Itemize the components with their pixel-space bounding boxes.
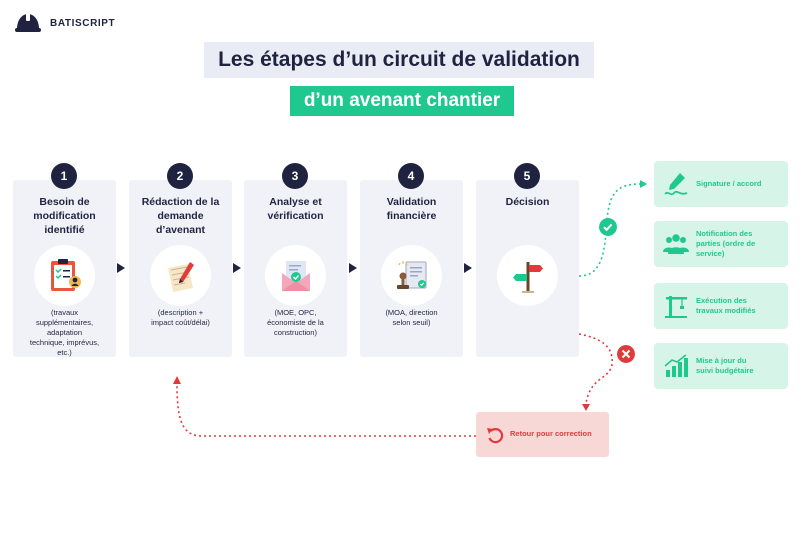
step-description: (travaux supplémentaires, adaptation tec… xyxy=(29,308,100,357)
crane-icon xyxy=(665,296,687,318)
outcome-signature: Signature / accord xyxy=(654,161,788,207)
arrow-right-icon xyxy=(349,263,357,273)
step-title: Analyse et vérification xyxy=(267,196,324,222)
outcome-notification: Notification des parties (ordre de servi… xyxy=(654,221,788,267)
step-description: (MOE, OPC, économiste de la construction… xyxy=(267,308,324,337)
brand-logo: BATISCRIPT xyxy=(14,10,115,36)
step-title: Validation financière xyxy=(386,196,437,222)
retour-label: Retour pour correction xyxy=(510,429,592,438)
stamp-document-icon xyxy=(381,245,442,306)
retour-box: Retour pour correction xyxy=(476,412,609,457)
return-arrowhead xyxy=(173,376,181,384)
hard-hat-icon xyxy=(15,12,41,32)
clipboard-checklist-icon xyxy=(34,245,95,306)
step-number: 1 xyxy=(51,163,77,189)
reject-connector xyxy=(578,333,613,405)
outcome-label: Exécution des travaux modifiés xyxy=(696,296,756,315)
outcome-label: Mise à jour du suivi budgétaire xyxy=(696,356,754,375)
step-description: (description + impact coût/délai) xyxy=(151,308,210,327)
page-title: Les étapes d’un circuit de validation xyxy=(204,42,594,78)
step-number: 4 xyxy=(398,163,424,189)
step-card-3: 3 Analyse et vérification (MOE, OPC, éco… xyxy=(244,163,347,357)
step-number: 3 xyxy=(282,163,308,189)
growth-chart-icon xyxy=(664,354,688,377)
reject-arrowhead xyxy=(582,404,590,411)
page-subtitle: d’un avenant chantier xyxy=(290,86,514,116)
envelope-check-icon xyxy=(265,245,326,306)
step-title: Rédaction de la demande d’avenant xyxy=(141,196,220,236)
outcome-execution: Exécution des travaux modifiés xyxy=(654,283,788,329)
arrow-right-icon xyxy=(117,263,125,273)
step-card-4: 4 Validation financière (MOA, direction … xyxy=(360,163,463,357)
step-description: (MOA, direction selon seuil) xyxy=(385,308,438,327)
signpost-icon xyxy=(497,245,558,306)
step-number: 2 xyxy=(167,163,193,189)
arrow-right-icon xyxy=(233,263,241,273)
arrow-right-icon xyxy=(464,263,472,273)
document-pen-icon xyxy=(150,245,211,306)
outcome-label: Signature / accord xyxy=(696,179,762,188)
step-card-2: 2 Rédaction de la demande d’avenant (des… xyxy=(129,163,232,357)
people-icon xyxy=(663,234,689,254)
outcome-budget: Mise à jour du suivi budgétaire xyxy=(654,343,788,389)
signature-icon xyxy=(664,173,688,196)
undo-arrow-icon xyxy=(487,428,504,444)
cross-badge-icon xyxy=(617,345,635,363)
step-card-5: 5 Décision xyxy=(476,163,579,357)
outcome-label: Notification des parties (ordre de servi… xyxy=(696,229,756,258)
return-connector xyxy=(176,383,476,437)
brand-name: BATISCRIPT xyxy=(50,17,116,29)
step-title: Besoin de modification identifié xyxy=(33,196,96,236)
check-badge-icon xyxy=(599,218,617,236)
accept-arrowhead xyxy=(640,180,647,188)
step-card-1: 1 Besoin de modification identifié (trav… xyxy=(13,163,116,357)
step-number: 5 xyxy=(514,163,540,189)
step-title: Décision xyxy=(505,196,550,208)
